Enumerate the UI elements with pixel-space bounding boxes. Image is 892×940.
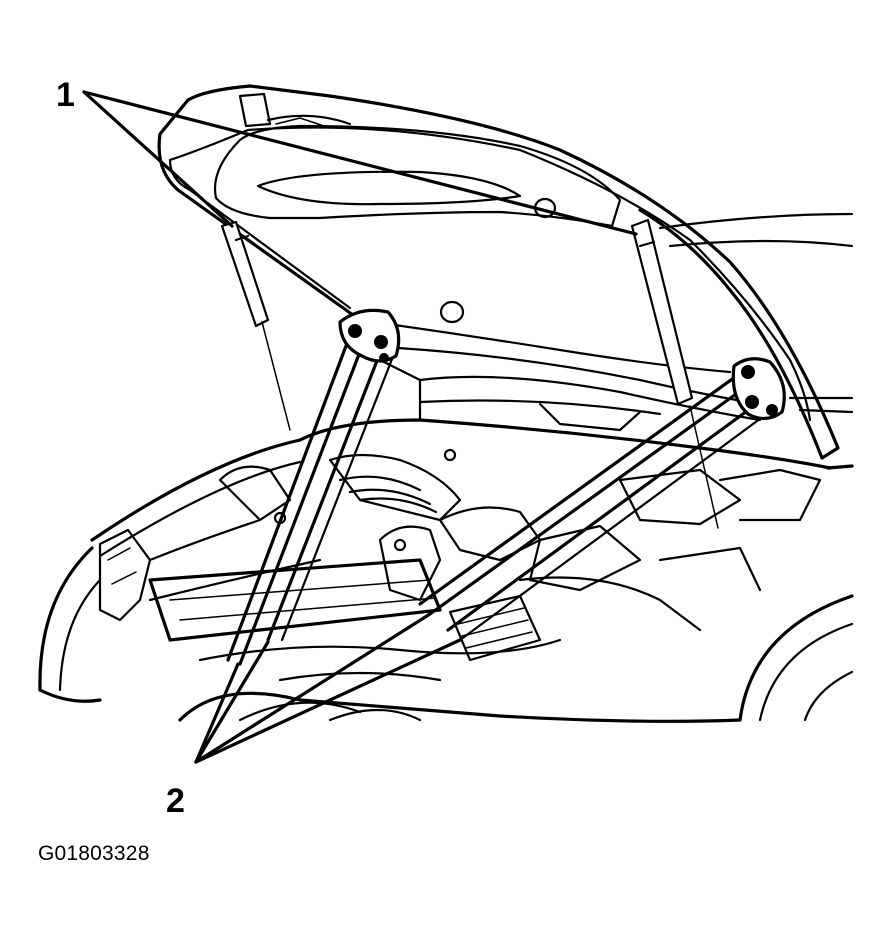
engine-bay xyxy=(98,358,832,682)
hood-strut-right xyxy=(630,218,719,529)
callout-label-1: 1 xyxy=(56,76,75,114)
callout-label-2: 2 xyxy=(166,782,185,820)
hood-prop-rods-left xyxy=(226,308,401,666)
leader-lines-callout-1 xyxy=(82,90,638,236)
figure-id: G01803328 xyxy=(38,842,150,865)
vehicle-body xyxy=(38,212,854,723)
hood-prop-rods-right xyxy=(418,357,786,642)
hood-panel xyxy=(157,84,840,460)
leader-lines-callout-2 xyxy=(194,612,462,764)
hood-strut-left xyxy=(220,220,291,431)
